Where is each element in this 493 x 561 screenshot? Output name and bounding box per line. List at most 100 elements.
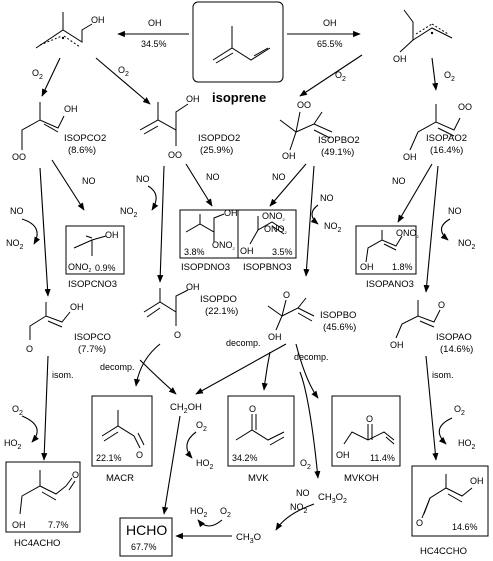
svg-text:isom.: isom.: [432, 370, 454, 380]
svg-text:OH: OH: [64, 104, 78, 114]
hc4acho-node: O OH 7.7%: [5, 461, 81, 533]
svg-text:O: O: [72, 470, 79, 480]
hcho-node: HCHO 67.7%: [119, 517, 173, 557]
svg-text:decomp.: decomp.: [226, 338, 261, 348]
oh-left-yield: 34.5%: [141, 39, 167, 49]
svg-text:OH: OH: [105, 230, 119, 240]
hcho-yield: 67.7%: [131, 542, 157, 552]
isopao-to-hc4ccho-arrow: [425, 355, 439, 461]
svg-text:NO: NO: [206, 172, 220, 182]
svg-text:OH: OH: [91, 15, 105, 25]
isopbo2-yield: (49.1%): [321, 147, 354, 158]
svg-text:OH: OH: [240, 246, 254, 256]
svg-text:OH: OH: [336, 450, 350, 460]
isopdo-decomp-macr-arrow: [134, 343, 161, 387]
isopco-structure: OH O: [26, 302, 84, 354]
oh-right-yield: 65.5%: [317, 39, 343, 49]
isopbo2-name: ISOPBO2: [318, 135, 360, 146]
svg-text:NO: NO: [136, 174, 150, 184]
o2-to-isopdo2: O2: [95, 57, 151, 105]
svg-text:OH: OH: [186, 94, 200, 104]
isopbo-decomp-mvkoh-arrow: [295, 343, 319, 399]
svg-text:O2: O2: [196, 420, 207, 433]
svg-text:OH: OH: [360, 262, 374, 272]
svg-text:ONO2: ONO2: [264, 224, 288, 235]
isoprene-structure: [212, 26, 271, 64]
svg-text:OH: OH: [224, 208, 238, 218]
mvkoh-yield: 11.4%: [370, 453, 395, 463]
svg-text:O2: O2: [454, 404, 465, 417]
isopcno3-node: OH ONO2 0.9%: [65, 225, 125, 275]
svg-text:O: O: [366, 414, 373, 424]
svg-text:O2: O2: [118, 65, 129, 78]
isopdo-decomp-ch2oh-arrow: [139, 359, 177, 395]
svg-text:HO2: HO2: [196, 458, 214, 471]
svg-text:NO: NO: [448, 206, 462, 216]
isopdo2-to-isopdo-arrow: [157, 165, 165, 283]
isopdno3-name: ISOPDNO3: [181, 262, 230, 273]
svg-text:OH: OH: [186, 282, 200, 292]
isopcno3-name: ISOPCNO3: [68, 279, 117, 290]
isopao2-to-isopao-arrow: [423, 165, 439, 293]
svg-text:OH: OH: [70, 302, 84, 312]
svg-text:O: O: [136, 450, 143, 460]
o2-ho2-ch2oh: O2 HO2: [185, 420, 214, 471]
mvk-yield: 34.2%: [232, 453, 258, 463]
svg-text:NO2: NO2: [120, 206, 138, 219]
svg-text:HO2: HO2: [458, 438, 476, 451]
oh-right-reagent: OH: [323, 18, 337, 28]
svg-text:NO: NO: [296, 488, 310, 498]
hcho-name: HCHO: [126, 522, 167, 538]
isopdo-name: ISOPDO: [200, 294, 237, 305]
isopano3-name: ISOPANO3: [366, 279, 414, 290]
isoprene-node: isoprene: [192, 1, 284, 105]
isopao-structure: O OH: [390, 300, 445, 350]
svg-text:NO: NO: [10, 206, 24, 216]
isoprene-label: isoprene: [212, 90, 266, 105]
isopbno3-name: ISOPBNO3: [243, 262, 292, 273]
mvkoh-node: O OH 11.4%: [331, 395, 401, 467]
svg-text:OH: OH: [268, 332, 282, 342]
svg-text:O2: O2: [12, 404, 23, 417]
isopbo2-to-isopbo-arrow: [303, 165, 315, 277]
no-to-isopano3-arrow: [397, 163, 433, 223]
isopbo-name: ISOPBO: [320, 310, 356, 321]
svg-text:O2: O2: [335, 70, 346, 83]
svg-text:OO: OO: [297, 100, 311, 110]
macr-node: O 22.1%: [91, 395, 153, 467]
mvk-node: O 34.2%: [227, 395, 295, 467]
isopbo-structure: O OH: [267, 290, 315, 342]
svg-text:O2: O2: [220, 506, 231, 519]
mvkoh-name: MVKOH: [344, 473, 379, 484]
no-no2-right-column: NO NO2: [440, 206, 476, 251]
isopdo2-yield: (25.9%): [200, 145, 233, 156]
oh-left-reagent: OH: [148, 18, 162, 28]
no-no2-ch3o2: NO NO2: [275, 488, 315, 531]
svg-text:NO: NO: [272, 172, 286, 182]
isopcno3-yield: 0.9%: [95, 263, 116, 273]
isopbo-yield: (45.6%): [323, 322, 356, 333]
right-oh-adduct-structure: OH: [393, 9, 453, 64]
macr-name: MACR: [106, 473, 134, 484]
oh-left-step: OH 34.5%: [117, 18, 189, 49]
o2-ho2-right: O2 HO2: [438, 404, 476, 451]
isopao-name: ISOPAO: [436, 332, 472, 343]
oh-right-step: OH 65.5%: [287, 18, 361, 49]
macr-yield: 22.1%: [96, 453, 122, 463]
svg-text:OO: OO: [458, 102, 472, 112]
svg-text:O2: O2: [300, 458, 311, 471]
isopbo2-structure: OO OH: [279, 100, 333, 161]
isopco2-name: ISOPCO2: [64, 133, 106, 144]
svg-text:NO: NO: [320, 193, 334, 203]
isopdno3-node: OH ONO2 3.8%: [179, 208, 239, 259]
hc4ccho-node: OH O 14.6%: [411, 465, 489, 537]
ch2oh-label: CH2OH: [170, 402, 202, 415]
isopao2-yield: (16.4%): [430, 145, 463, 156]
svg-text:NO2: NO2: [6, 238, 24, 251]
isopco2-to-isopco-arrow: [39, 167, 51, 297]
isopdo-structure: OH O: [143, 282, 200, 340]
o2-ho2-left: O2 HO2: [4, 404, 39, 451]
ch2oh-to-hcho-arrow: [162, 415, 181, 515]
isopco-name: ISOPCO: [74, 332, 111, 343]
no-to-isopdno3-arrow: [185, 163, 213, 207]
